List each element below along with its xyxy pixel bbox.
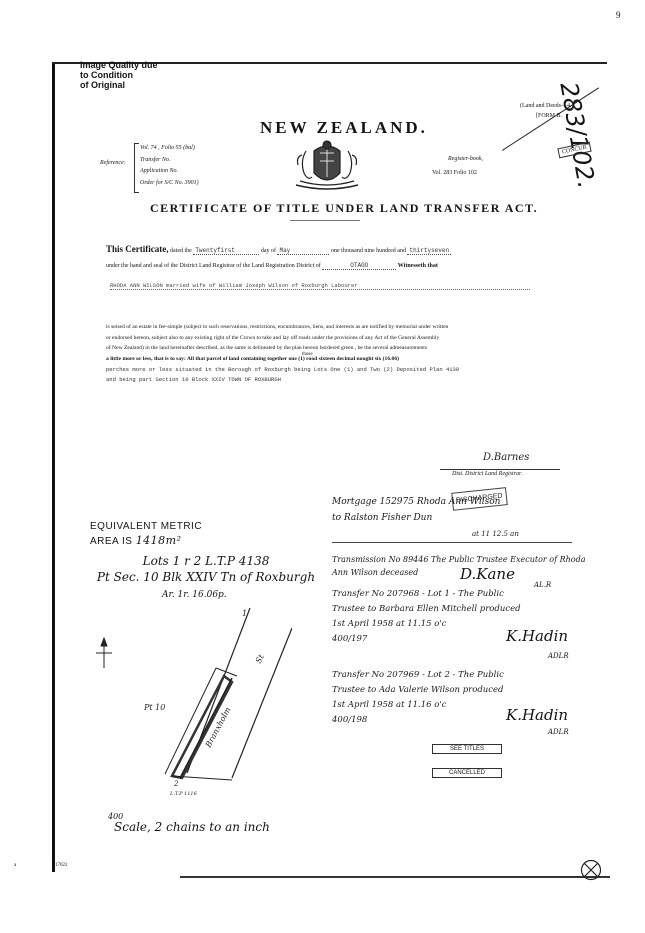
memo-line: Transfer No 207969 - Lot 2 - The Public <box>332 670 504 680</box>
memo-line: Ann Wilson deceased <box>332 568 419 577</box>
quality-note-line: to Condition <box>80 70 133 80</box>
lots-line: perches more or less situated in the Bor… <box>106 366 460 373</box>
memo-line: 1st April 1958 at 11.16 o'c <box>332 700 447 710</box>
land-plan-diagram: Pt 10 Branxholm St 1 2 L.T.P 1116 <box>96 607 292 797</box>
estate-line: a little more or less, that is to say: A… <box>106 355 399 362</box>
memo-line: Transmission No 89446 The Public Trustee… <box>332 555 586 564</box>
sheet-left-edge <box>52 62 55 872</box>
quality-note-line: Image Quality due <box>80 60 158 70</box>
coat-of-arms-icon <box>295 140 359 190</box>
certificate-dated-line: This Certificate, dated the Twentyfirst … <box>106 244 452 255</box>
dated-the-label: dated the <box>169 248 192 254</box>
lots-heading: Lots 1 r 2 L.T.P 4138 <box>142 554 270 568</box>
estate-line: of New Zealand) in the land hereinafter … <box>106 345 428 351</box>
under-hand-line: under the hand and seal of the District … <box>106 262 438 270</box>
land-deeds-label: (Land and Deeds—4. <box>520 103 572 109</box>
memo-initials: AL.R <box>534 581 552 589</box>
memorial-transfer-lot1: Transfer No 207968 - Lot 1 - The Public … <box>332 587 521 647</box>
those-note: those <box>302 352 313 357</box>
plan-heading: Lots 1 r 2 L.T.P 4138 Pt Sec. 10 Blk XXI… <box>96 553 316 585</box>
lot-number-1: 1 <box>242 609 247 618</box>
under-hand-text: under the hand and seal of the District … <box>106 263 321 269</box>
circle-cross-icon <box>580 859 602 881</box>
memo-line: Transfer No 207968 - Lot 1 - The Public <box>332 589 504 599</box>
equivalent-metric: EQUIVALENT METRIC AREA IS 1418m² <box>90 520 202 549</box>
signature-rule <box>440 469 560 470</box>
this-certificate-label: This Certificate, <box>106 244 169 254</box>
lots-line: and being part Section 10 Block XXIV TOW… <box>106 376 281 383</box>
reference-line: Application No. <box>140 168 178 174</box>
estate-line: is seised of an estate in fee-simple (su… <box>106 324 449 330</box>
day-of-label: day of <box>260 248 276 254</box>
memo-initials: ADLR <box>548 652 569 660</box>
sheet-bottom-edge <box>180 876 610 878</box>
memo-line: to Ralston Fisher Dun <box>332 513 433 523</box>
memo-signoff: D.Kane <box>460 565 515 583</box>
memo-line: Mortgage 152975 Rhoda Ann Wilson <box>332 497 501 507</box>
memo-line: Trustee to Ada Valerie Wilson produced <box>332 685 504 695</box>
memo-signoff: K.Hadin <box>506 627 569 645</box>
memo-divider <box>332 542 572 543</box>
cancelled-stamp: CANCELLED <box>432 768 502 778</box>
form-label: [FORM B. <box>536 113 563 119</box>
margin-mark: a <box>14 863 17 868</box>
district-value: OTAGO <box>322 262 397 270</box>
reference-line: Order for S/C No. 3901) <box>140 179 199 186</box>
titles-stamp: SEE TITLES <box>432 744 502 754</box>
quality-note-line: of Original <box>80 80 125 90</box>
reference-label: Reference: <box>100 160 126 166</box>
sheet-top-edge <box>52 62 607 64</box>
area-value: 1418m² <box>135 534 182 547</box>
corner-mark: 9 <box>616 10 621 20</box>
street-st: St <box>254 652 266 665</box>
memo-line: 1st April 1958 at 11.15 o'c <box>332 619 447 629</box>
certificate-title: CERTIFICATE OF TITLE UNDER LAND TRANSFER… <box>150 201 539 215</box>
lots-description: perches more or less situated in the Bor… <box>106 365 576 385</box>
reference-bracket <box>134 143 139 193</box>
memo-initials: ADLR <box>548 728 569 736</box>
register-book-label: Register-book, <box>448 156 484 162</box>
memo-line: 400/197 <box>332 634 368 644</box>
witnesseth-label: Witnesseth that <box>397 263 438 269</box>
country-heading: NEW ZEALAND. <box>260 118 428 137</box>
memo-line: at 11 12.5 an <box>472 530 519 538</box>
month-value: May <box>277 247 330 255</box>
margin-number: 17022 <box>55 863 68 868</box>
registrar-signature: D.Barnes <box>483 452 530 463</box>
year-text-label: one thousand nine hundred and <box>330 248 406 254</box>
registrar-label: Dist. District Land Registrar. <box>452 471 523 477</box>
pt-label: Pt 10 <box>143 703 165 712</box>
scale-note: Scale, 2 chains to an inch <box>114 820 270 834</box>
memo-line: Trustee to Barbara Ellen Mitchell produc… <box>332 604 521 614</box>
memorial-transmission: Transmission No 89446 The Public Trustee… <box>332 553 586 579</box>
estate-text: is seised of an estate in fee-simple (su… <box>106 322 572 364</box>
plan-area-hand: Ar. 1r. 16.06p. <box>162 590 227 600</box>
reference-line: Vol. 74 , Folio 55 (bal) <box>140 145 195 151</box>
memorial-mortgage: Mortgage 152975 Rhoda Ann Wilson to Rals… <box>332 494 519 542</box>
equiv-label: EQUIVALENT METRIC <box>90 521 203 532</box>
estate-line: or endorsed hereon, subject also to any … <box>106 334 440 341</box>
lot-number-2: 2 <box>173 780 179 788</box>
ltp-label: L.T.P 1116 <box>169 791 198 797</box>
area-label: AREA IS <box>90 536 133 547</box>
year-value: thirtyseven <box>407 247 452 255</box>
owner-name: RHODA ANN WILSON married wife of William… <box>110 282 530 290</box>
memo-signoff: K.Hadin <box>506 706 569 724</box>
image-quality-note: Image Quality due to Condition of Origin… <box>80 60 158 90</box>
title-rule <box>290 220 360 221</box>
scale-number: 400 <box>108 812 124 821</box>
section-heading: Pt Sec. 10 Blk XXIV Tn of Roxburgh <box>96 570 316 584</box>
handwritten-reference: 283/102. <box>554 80 601 191</box>
reference-line: Transfer No. <box>140 156 171 163</box>
date-day-value: Twentyfirst <box>193 247 260 255</box>
register-book-value: Vol. 283 Folio 102 <box>432 170 477 176</box>
memorial-transfer-lot2: Transfer No 207969 - Lot 2 - The Public … <box>332 668 504 728</box>
memo-line: 400/198 <box>332 715 368 725</box>
